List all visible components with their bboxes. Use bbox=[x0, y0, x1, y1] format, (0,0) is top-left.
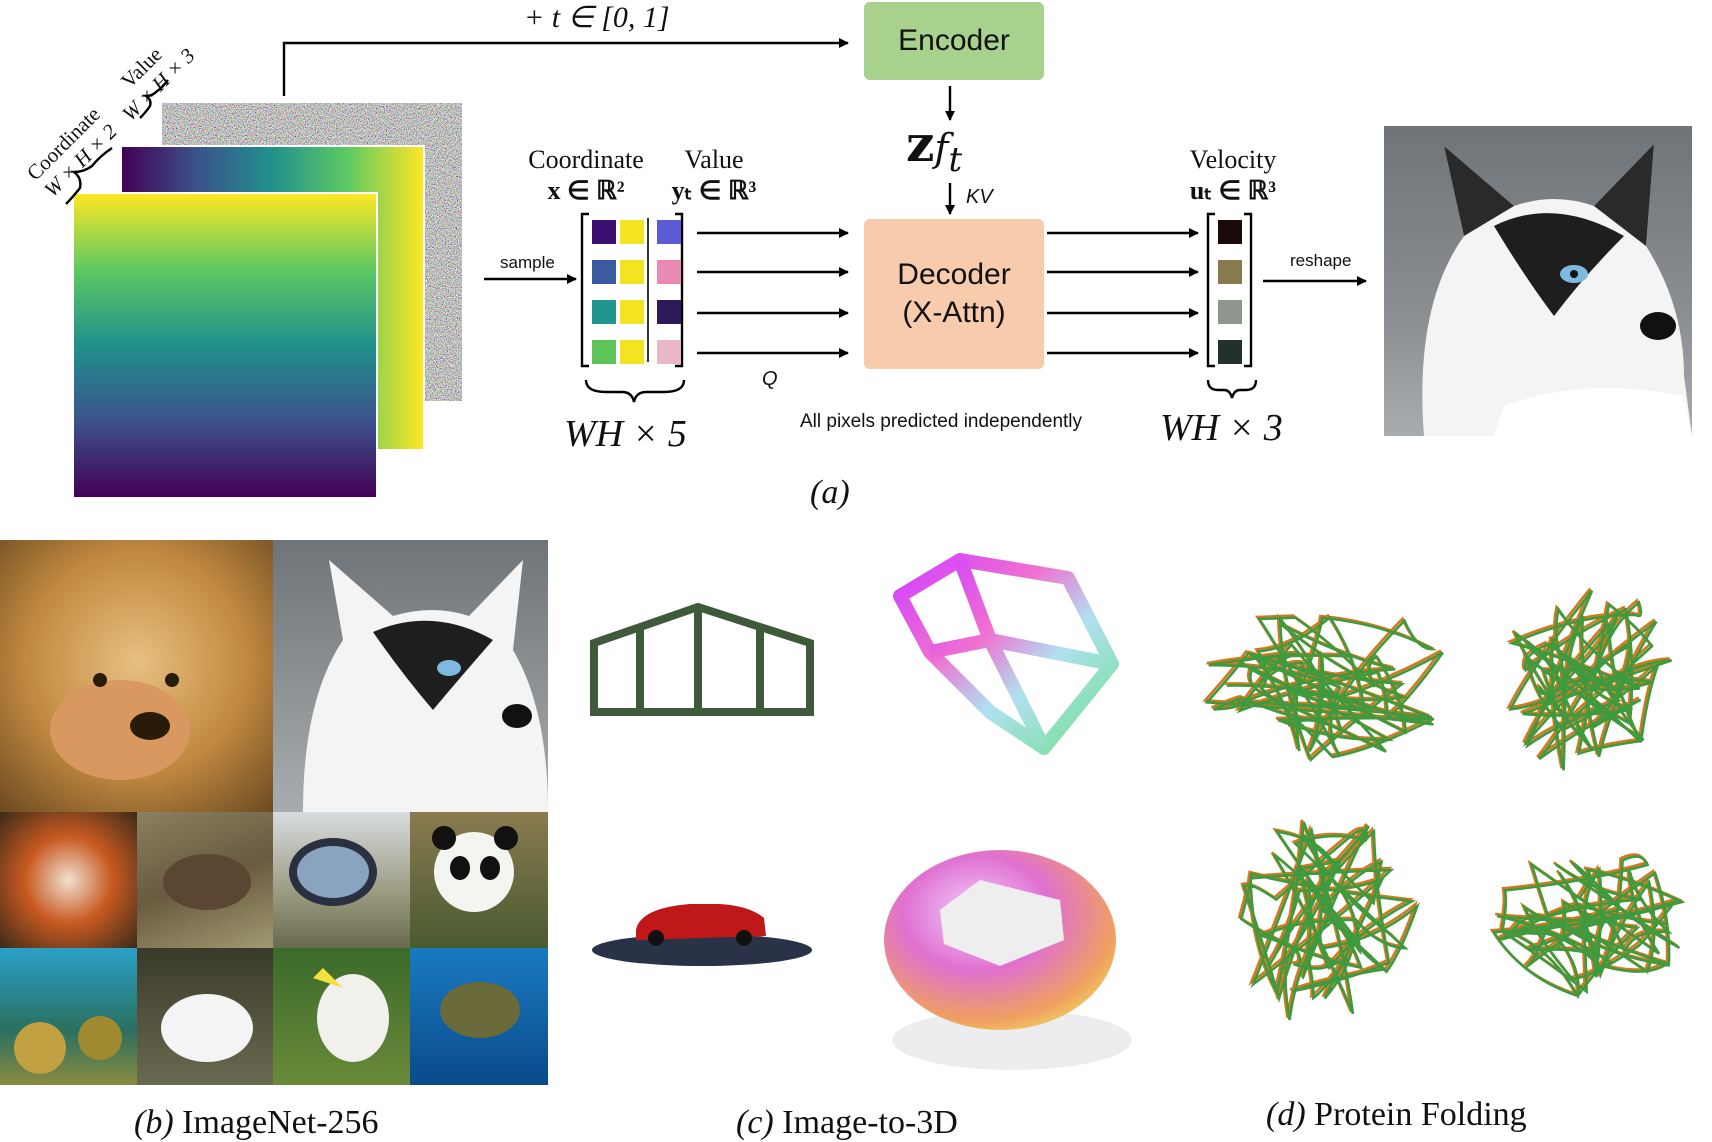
value-swatch bbox=[657, 260, 681, 284]
protein-ground-truth-2 bbox=[1508, 589, 1673, 771]
imagenet-cockatoo bbox=[273, 948, 410, 1085]
latent-z: zft bbox=[906, 114, 963, 180]
frame-output bbox=[893, 553, 1119, 755]
husky-illustration bbox=[1422, 144, 1692, 436]
velocity-swatch bbox=[1218, 300, 1242, 324]
value-header: Value yₜ ∈ ℝ³ bbox=[671, 145, 757, 206]
velocity-swatch bbox=[1218, 220, 1242, 244]
velocity-swatch bbox=[1218, 260, 1242, 284]
coordinate-swatch-x bbox=[592, 220, 616, 244]
output-image bbox=[1384, 126, 1692, 436]
independent-note: All pixels predicted independently bbox=[800, 411, 1083, 432]
imagenet-husky bbox=[273, 540, 548, 812]
protein-ground-truth-1 bbox=[1204, 614, 1444, 763]
reshape-label: reshape bbox=[1290, 251, 1352, 270]
imagenet-golden-retriever bbox=[0, 540, 273, 812]
coordinate-header: Coordinate x ∈ ℝ² bbox=[528, 145, 644, 206]
value-swatch bbox=[657, 300, 681, 324]
velocity-header: Velocity uₜ ∈ ℝ³ bbox=[1189, 145, 1277, 206]
kv-label: KV bbox=[966, 186, 993, 208]
output-dim-label: WH × 3 bbox=[1160, 407, 1283, 449]
car-input bbox=[592, 904, 812, 966]
sample-label: sample bbox=[500, 253, 555, 272]
caption-a: (a) bbox=[810, 474, 850, 511]
imagenet-red-panda bbox=[0, 812, 137, 948]
velocity-swatch bbox=[1218, 340, 1242, 364]
coordinate-swatch-y bbox=[620, 340, 644, 364]
imagenet-arctic-fox bbox=[137, 948, 273, 1085]
imagenet-coral-reef bbox=[0, 948, 137, 1085]
imagenet-car-mirror bbox=[273, 812, 410, 948]
encoder-box: Encoder bbox=[864, 2, 1044, 80]
coordinate-layer-x bbox=[72, 192, 378, 499]
decoder-box: Decoder (X-Attn) bbox=[864, 219, 1044, 369]
coordinate-swatch-y bbox=[620, 300, 644, 324]
protein-ground-truth-4 bbox=[1491, 855, 1686, 1000]
car-output bbox=[884, 850, 1132, 1070]
coordinate-swatch-x bbox=[592, 260, 616, 284]
protein-predicted-4 bbox=[1489, 853, 1684, 998]
coordinate-swatch-x bbox=[592, 300, 616, 324]
q-label: Q bbox=[762, 368, 778, 390]
value-swatch bbox=[657, 340, 681, 364]
protein-ground-truth-3 bbox=[1239, 821, 1421, 1021]
coordinate-swatch-y bbox=[620, 260, 644, 284]
coordinate-swatch-x bbox=[592, 340, 616, 364]
value-swatch bbox=[657, 220, 681, 244]
imagenet-sea-turtle bbox=[410, 948, 548, 1085]
encoder-input-label: + t ∈ [0, 1] bbox=[524, 1, 670, 34]
coordinate-swatch-y bbox=[620, 220, 644, 244]
caption-d: (d) Protein Folding bbox=[1266, 1096, 1527, 1133]
input-dim-label: WH × 5 bbox=[564, 413, 687, 455]
frame-input bbox=[590, 602, 814, 716]
imagenet-panda bbox=[410, 812, 548, 948]
imagenet-otter bbox=[137, 812, 273, 948]
